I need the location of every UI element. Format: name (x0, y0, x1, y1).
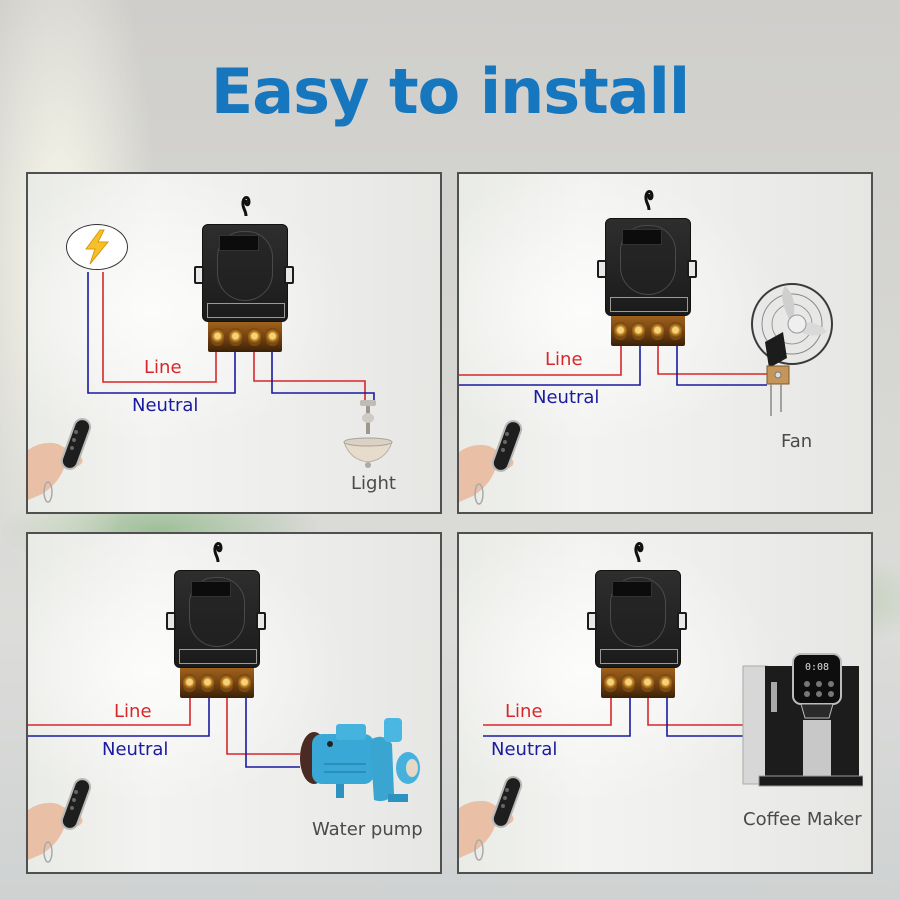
neutral-label: Neutral (491, 739, 558, 760)
neutral-label: Neutral (132, 395, 199, 416)
relay-module-icon (194, 194, 296, 354)
line-label: Line (114, 701, 152, 722)
wiring-diagram-light (87, 272, 375, 402)
panel-fan: Line Neutral Fan (457, 172, 873, 514)
remote-control-icon[interactable] (459, 414, 539, 512)
line-label: Line (545, 349, 583, 370)
device-label-water-pump: Water pump (312, 819, 423, 840)
panel-water-pump: Line Neutral Water pump (26, 532, 442, 874)
remote-control-icon[interactable] (28, 412, 108, 512)
line-label: Line (505, 701, 543, 722)
relay-module-icon (166, 540, 268, 700)
coffee-maker-icon: 0:08 (741, 652, 864, 794)
relay-module-icon (597, 188, 699, 348)
panel-light: Line Neutral Light (26, 172, 442, 514)
device-label-light: Light (351, 473, 396, 494)
wiring-diagram-water-pump (28, 686, 300, 768)
device-label-fan: Fan (781, 431, 813, 452)
coffee-maker-display: 0:08 (805, 662, 829, 673)
ceiling-light-icon (338, 398, 398, 470)
line-label: Line (144, 357, 182, 378)
power-source-bolt-icon (66, 224, 128, 270)
page-title: Easy to install (210, 55, 690, 128)
remote-control-icon[interactable] (459, 770, 539, 870)
device-label-coffee-maker: Coffee Maker (743, 809, 862, 830)
neutral-label: Neutral (533, 387, 600, 408)
wall-fan-icon (747, 278, 837, 428)
water-pump-icon (296, 714, 426, 814)
remote-control-icon[interactable] (28, 772, 108, 872)
wiring-diagram-coffee-maker (483, 686, 743, 737)
relay-module-icon (587, 540, 689, 700)
neutral-label: Neutral (102, 739, 169, 760)
wiring-diagram-fan (459, 334, 767, 386)
panel-coffee-maker: Line Neutral 0:08 Coffee Maker (457, 532, 873, 874)
